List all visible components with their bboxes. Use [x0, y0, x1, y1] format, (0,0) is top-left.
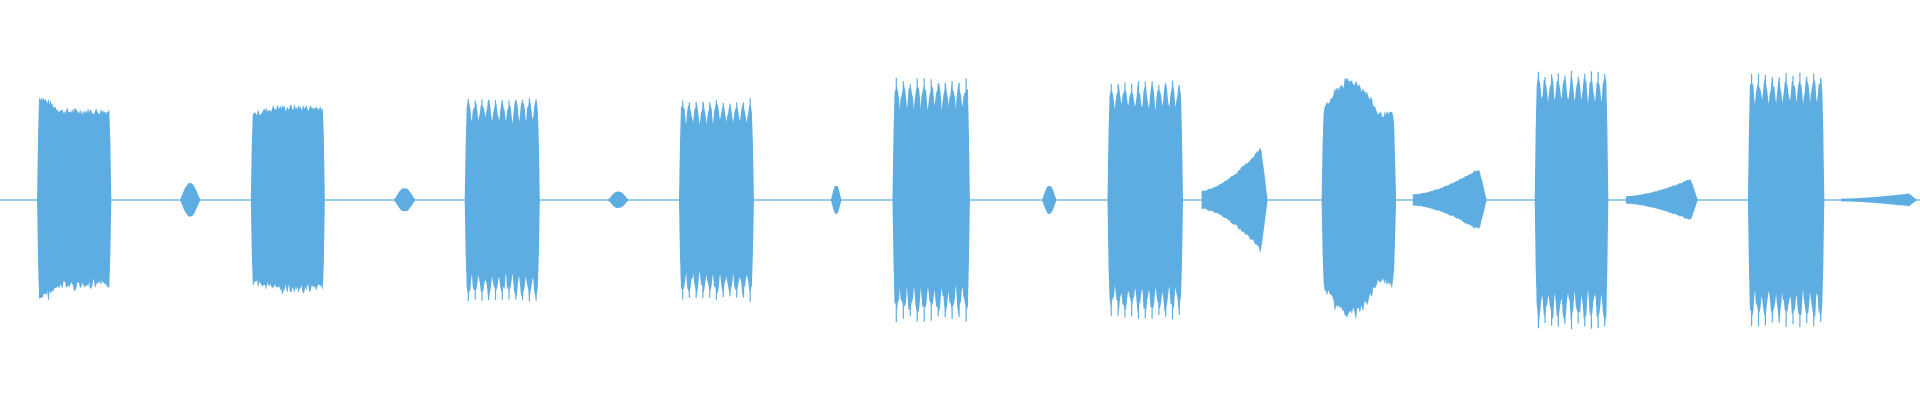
- waveform-burst-1: [37, 96, 112, 301]
- waveform-click-5: [1042, 185, 1057, 215]
- waveform-burst-2: [250, 104, 325, 295]
- waveform-bursts: [37, 70, 1917, 330]
- waveform-click-3: [608, 191, 629, 209]
- waveform-tail-9: [1841, 193, 1917, 207]
- waveform-sweep-8: [1625, 179, 1698, 220]
- waveform-click-1: [180, 182, 200, 217]
- waveform-sweep-7: [1412, 170, 1487, 229]
- waveform-click-2: [394, 188, 416, 212]
- waveform-sweep-6: [1201, 147, 1268, 252]
- waveform-click-4: [831, 185, 842, 214]
- waveform-burst-7: [1321, 77, 1397, 319]
